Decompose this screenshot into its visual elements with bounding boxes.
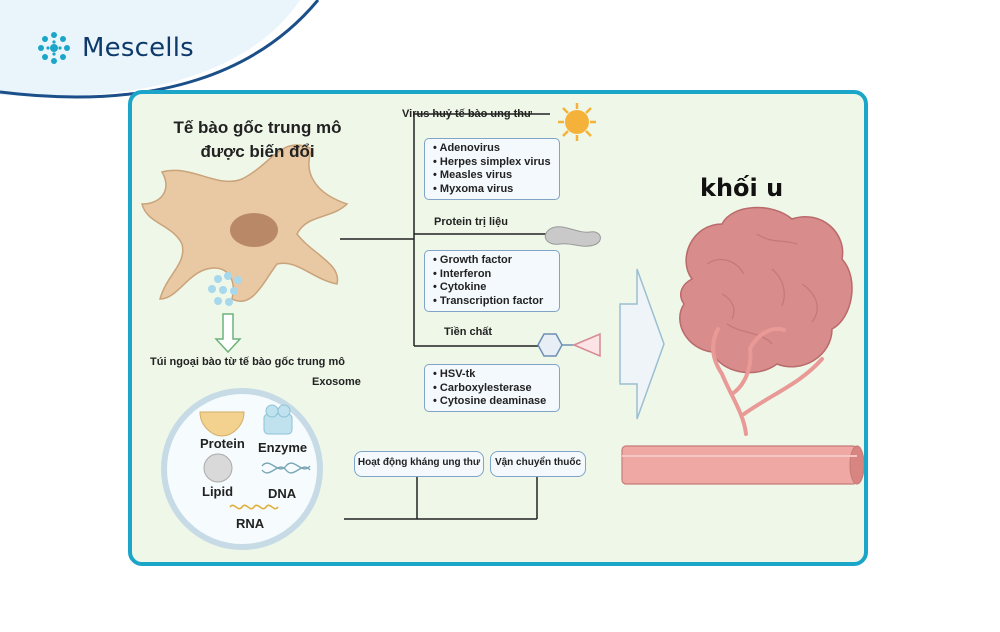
cell-nucleus bbox=[230, 213, 278, 247]
therapeutic-protein-icon bbox=[544, 226, 601, 247]
exosome-vesicles-icon bbox=[208, 272, 242, 306]
exosome-lipid-label: Lipid bbox=[202, 484, 234, 499]
list-item: HSV-tk bbox=[433, 368, 551, 382]
exosome-enzyme-label: Enzyme bbox=[258, 440, 308, 455]
brand-logo[interactable]: Mescells bbox=[34, 28, 194, 68]
virus-list: Adenovirus Herpes simplex virus Measles … bbox=[424, 138, 560, 200]
header-swoosh-decoration bbox=[0, 0, 320, 99]
list-item: Myxoma virus bbox=[433, 183, 551, 197]
tumor-illustration bbox=[679, 206, 853, 374]
large-right-arrow-icon bbox=[619, 268, 665, 420]
list-item: Interferon bbox=[433, 268, 551, 282]
protein-shape-icon bbox=[199, 411, 245, 437]
exosome-protein-label: Protein bbox=[200, 436, 245, 451]
enzyme-shape-icon bbox=[263, 404, 293, 435]
virus-heading: Virus huỷ tế bào ung thư bbox=[402, 108, 532, 120]
list-item: Herpes simplex virus bbox=[433, 156, 551, 170]
diagram-frame: Tế bào gốc trung mô được biến đổi Virus … bbox=[128, 90, 868, 566]
list-item: Transcription factor bbox=[433, 295, 551, 309]
mescells-logo-icon bbox=[38, 32, 70, 64]
drug-delivery-box: Vận chuyển thuốc bbox=[490, 451, 586, 477]
msc-title: Tế bào gốc trung mô được biến đổi bbox=[173, 118, 342, 161]
list-item: Carboxylesterase bbox=[433, 382, 551, 396]
protein-heading: Protein trị liệu bbox=[434, 216, 508, 228]
list-item: Measles virus bbox=[433, 169, 551, 183]
dna-helix-icon bbox=[261, 462, 311, 474]
blood-vessel-illustration bbox=[621, 327, 864, 485]
prodrug-triangle-icon bbox=[572, 332, 601, 358]
list-item: Adenovirus bbox=[433, 142, 551, 156]
virus-icon bbox=[558, 103, 596, 141]
down-arrow-icon bbox=[214, 313, 242, 354]
list-item: Cytokine bbox=[433, 281, 551, 295]
prodrug-hexagon-icon bbox=[537, 333, 563, 357]
diagram-artwork bbox=[141, 103, 864, 550]
protein-list: Growth factor Interferon Cytokine Transc… bbox=[424, 250, 560, 312]
exosome-subtitle: Exosome bbox=[312, 376, 361, 388]
anticancer-activity-box: Hoạt động kháng ung thư bbox=[354, 451, 484, 477]
lipid-sphere-icon bbox=[203, 453, 233, 483]
prodrug-list: HSV-tk Carboxylesterase Cytosine deamina… bbox=[424, 364, 560, 412]
list-item: Cytosine deaminase bbox=[433, 395, 551, 409]
rna-strand-icon bbox=[229, 504, 279, 510]
list-item: Growth factor bbox=[433, 254, 551, 268]
prodrug-heading: Tiền chất bbox=[444, 326, 493, 338]
exosome-title: Túi ngoại bào từ tế bào gốc trung mô bbox=[150, 356, 345, 368]
exosome-dna-label: DNA bbox=[268, 486, 297, 501]
exosome-rna-label: RNA bbox=[236, 516, 265, 531]
tumor-title: khối u bbox=[700, 174, 784, 202]
brand-name: Mescells bbox=[82, 33, 194, 63]
